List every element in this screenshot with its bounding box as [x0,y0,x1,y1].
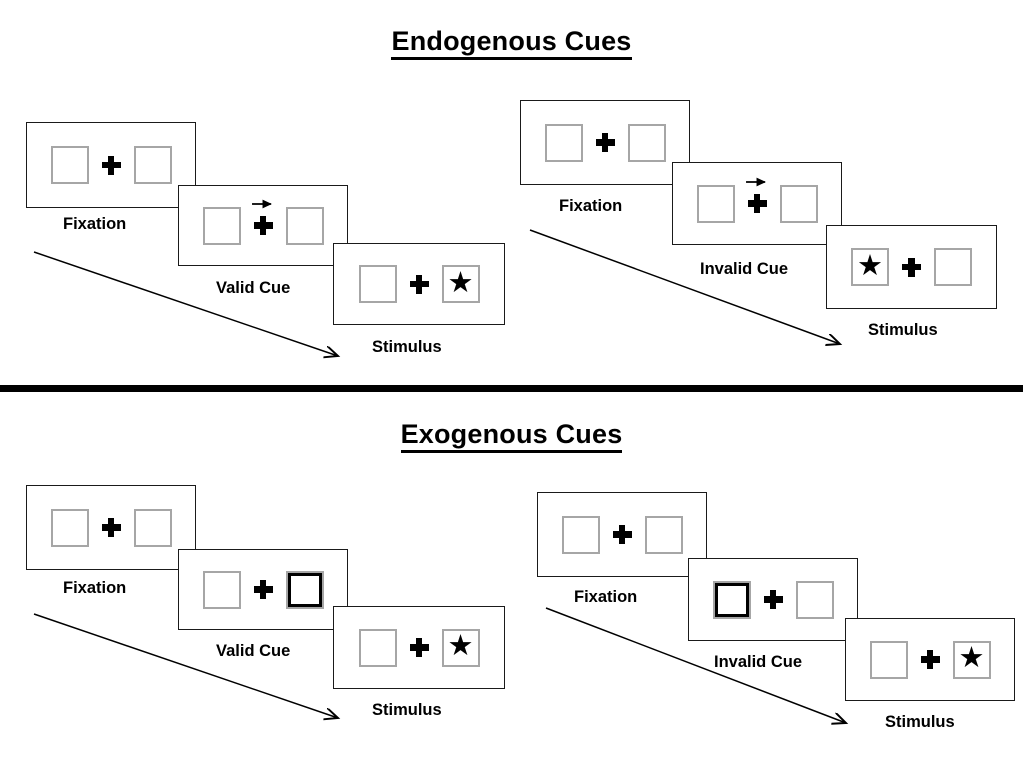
frame-endogenous-valid-stimulus: ★ [333,243,505,325]
right-box [133,508,172,547]
fixation-cross-icon [612,525,632,544]
left-box [50,508,89,547]
fixation-cross-icon [763,590,783,609]
right-box-with-target: ★ [441,628,480,667]
fixation-cross-icon [252,199,273,235]
caption-exogenous-valid-stimulus: Stimulus [372,701,442,719]
caption-endogenous-valid-fixation: Fixation [63,215,127,233]
left-box [358,628,397,667]
right-box [795,580,834,619]
left-box-with-target: ★ [851,248,889,286]
frame-endogenous-valid-cue [178,185,348,266]
right-box-cued [285,570,324,609]
right-box [285,206,324,245]
caption-exogenous-valid-cue: Valid Cue [216,642,291,660]
left-box [696,184,735,223]
frame-exogenous-valid-fixation [26,485,196,570]
left-box [202,570,241,609]
caption-endogenous-valid-cue: Valid Cue [216,279,291,297]
frame-endogenous-invalid-cue [672,162,842,245]
frame-endogenous-invalid-stimulus: ★ [826,225,997,309]
caption-endogenous-invalid-fixation: Fixation [559,197,623,215]
left-box [869,640,908,679]
frame-exogenous-invalid-cue [688,558,858,641]
caption-exogenous-invalid-cue: Invalid Cue [714,653,803,671]
cue-arrow-right-icon [746,177,766,187]
star-icon: ★ [958,642,985,674]
right-box [779,184,818,223]
right-box [133,146,172,184]
right-box-with-target: ★ [952,640,991,679]
star-icon: ★ [857,249,883,282]
caption-endogenous-valid-stimulus: Stimulus [372,338,442,356]
caption-endogenous-invalid-cue: Invalid Cue [700,260,789,278]
caption-exogenous-invalid-fixation: Fixation [574,588,638,606]
star-icon: ★ [447,266,474,299]
left-box-cued [712,580,751,619]
right-box [934,248,972,286]
section-title-exogenous: Exogenous Cues [0,419,1023,454]
frame-endogenous-invalid-fixation [520,100,690,185]
frame-exogenous-valid-stimulus: ★ [333,606,505,689]
fixation-cross-icon [902,257,921,277]
caption-exogenous-valid-fixation: Fixation [63,579,127,597]
left-box [358,265,397,303]
frame-endogenous-valid-fixation [26,122,196,208]
right-box-with-target: ★ [441,265,480,303]
star-icon: ★ [447,630,474,662]
right-box [627,123,666,162]
fixation-cross-icon [253,580,273,599]
caption-endogenous-invalid-stimulus: Stimulus [868,321,938,339]
fixation-cross-icon [101,155,121,175]
fixation-cross-icon [101,518,121,537]
frame-exogenous-invalid-stimulus: ★ [845,618,1015,701]
left-box [544,123,583,162]
left-box [561,515,600,554]
frame-exogenous-valid-cue [178,549,348,630]
section-title-endogenous: Endogenous Cues [0,26,1023,61]
left-box [202,206,241,245]
right-box [644,515,683,554]
left-box [50,146,89,184]
cue-arrow-right-icon [252,199,272,209]
section-title-exogenous-text: Exogenous Cues [400,420,623,454]
frame-exogenous-invalid-fixation [537,492,707,577]
fixation-cross-icon [409,274,429,294]
fixation-cross-icon [746,177,767,213]
section-title-endogenous-text: Endogenous Cues [391,27,632,61]
fixation-cross-icon [595,133,615,152]
fixation-cross-icon [409,638,429,657]
caption-exogenous-invalid-stimulus: Stimulus [885,713,955,731]
fixation-cross-icon [920,650,940,669]
section-divider [0,385,1023,392]
